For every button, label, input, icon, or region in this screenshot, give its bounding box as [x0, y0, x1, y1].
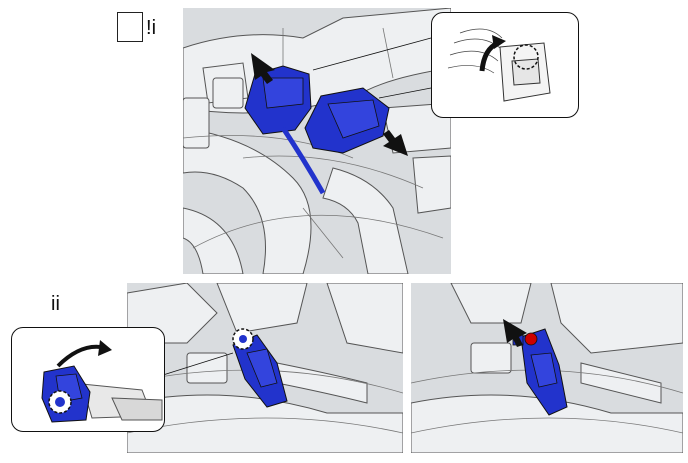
engine-bay-drawing [183, 8, 451, 274]
black-arrow-icon-step-3 [503, 319, 527, 347]
step-3-panel [411, 283, 683, 453]
step-1-label: !i [146, 18, 156, 38]
connector-right [304, 87, 390, 154]
detail-callout-step-2 [11, 327, 165, 432]
connector-left [244, 65, 326, 195]
main-illustration-panel [183, 8, 451, 274]
step-2-label: ii [51, 293, 60, 315]
dashed-circle-icon-callout [48, 390, 72, 414]
red-dot-icon [524, 332, 538, 346]
step-2-callout-drawing [41, 340, 163, 423]
step-1-prefix: ! [146, 17, 152, 39]
black-arrow-icon [251, 53, 275, 84]
detail-callout-top [431, 12, 579, 118]
curved-arrow-icon-step-2 [56, 340, 112, 368]
dashed-circle-icon-step-2 [232, 328, 254, 350]
callout-detail-drawing [447, 28, 551, 102]
step-legend-box [117, 12, 143, 42]
curved-arrow-icon [479, 35, 506, 72]
step-1-numeral: i [151, 17, 157, 39]
step-3-drawing [411, 283, 683, 453]
step-2-drawing [127, 283, 403, 453]
dashed-circle-icon [513, 44, 539, 70]
step-2-panel [127, 283, 403, 453]
connector-step-2 [232, 334, 288, 408]
black-arrow-icon-2 [383, 130, 408, 156]
